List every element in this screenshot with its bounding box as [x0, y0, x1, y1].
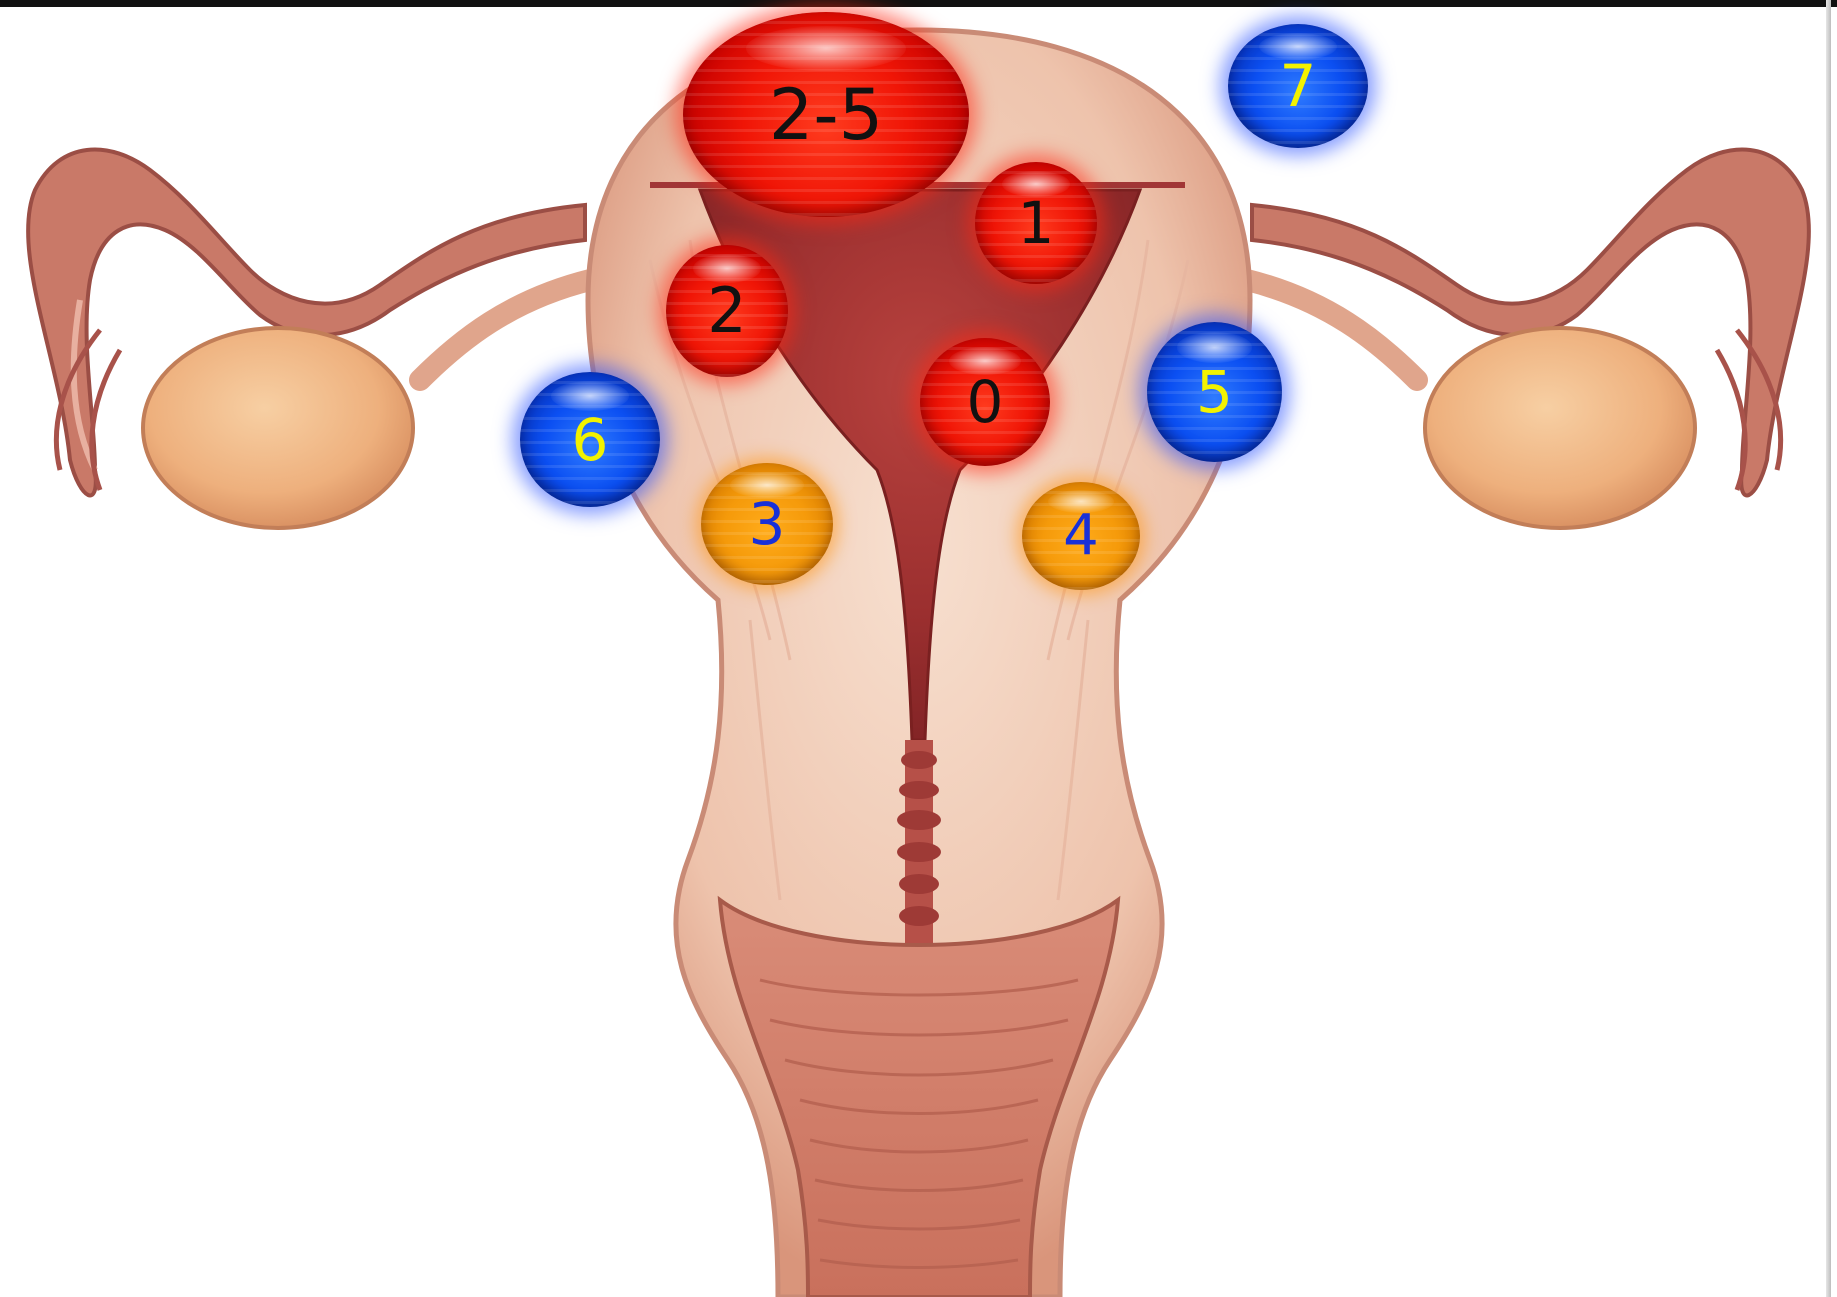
right-ovary	[1425, 328, 1695, 528]
left-ovarian-ligament	[420, 280, 590, 380]
left-ovary	[143, 328, 413, 528]
marker-6: 6	[520, 372, 660, 507]
right-border-line	[1826, 0, 1831, 1297]
marker-5: 5	[1147, 322, 1282, 462]
marker-1: 1	[975, 162, 1097, 284]
marker-label: 7	[1280, 57, 1317, 115]
marker-2: 2	[666, 245, 788, 377]
marker-3: 3	[701, 463, 833, 585]
marker-0: 0	[920, 338, 1050, 466]
marker-label: 4	[1063, 508, 1099, 564]
marker-label: 3	[749, 495, 786, 553]
marker-label: 0	[967, 373, 1004, 431]
marker-label: 1	[1018, 194, 1055, 252]
marker-label: 2-5	[769, 80, 883, 150]
marker-label: 2	[707, 280, 746, 342]
marker-label: 5	[1196, 363, 1233, 421]
marker-2-5: 2-5	[683, 12, 969, 217]
marker-label: 6	[572, 411, 609, 469]
marker-7: 7	[1228, 24, 1368, 148]
marker-4: 4	[1022, 482, 1140, 590]
top-border-line	[0, 0, 1837, 7]
